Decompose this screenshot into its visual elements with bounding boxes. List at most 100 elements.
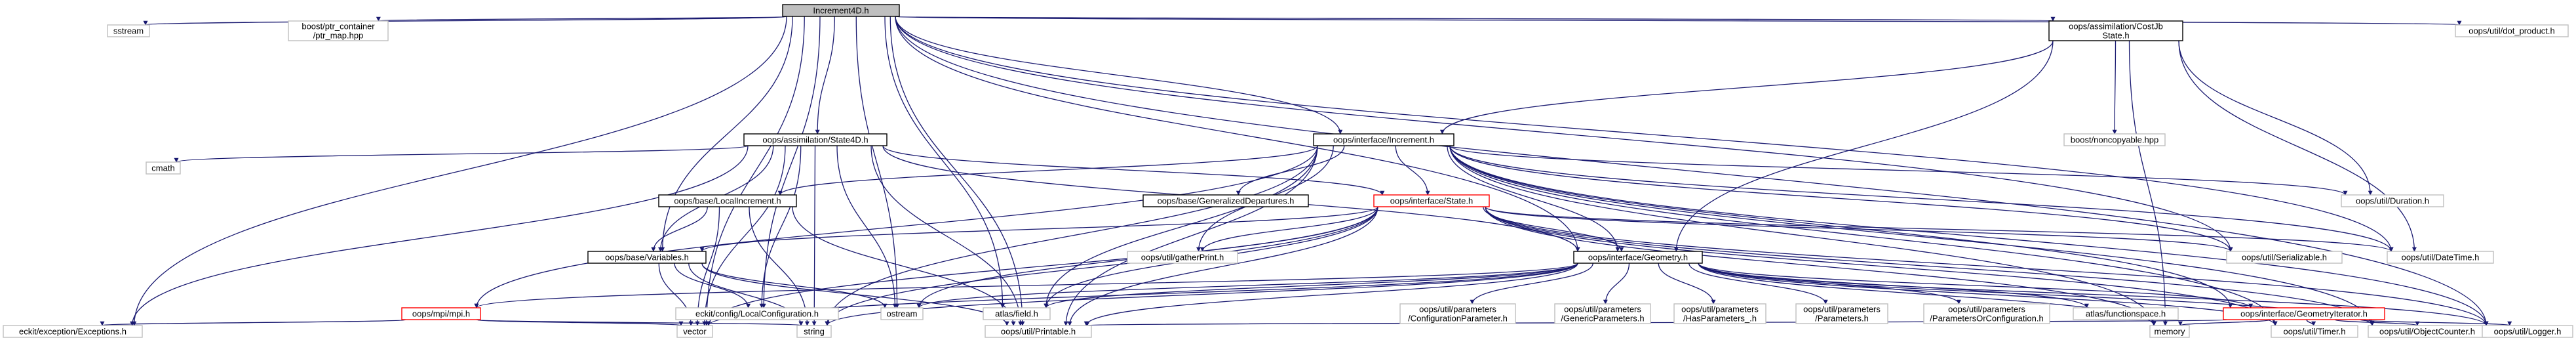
edge-geometry-to-parameters: [1688, 263, 1828, 305]
edge-increment4d-to-dot_product: [895, 16, 2461, 26]
node-box-parameters: [1795, 303, 1888, 324]
node-label-memory: memory: [2155, 327, 2185, 337]
edge-local_increment-to-printable: [792, 206, 1016, 326]
node-label-ptr_map-line-0: boost/ptr_container: [302, 22, 375, 32]
node-interface_increment[interactable]: oops/interface/Increment.h: [1313, 133, 1454, 146]
node-box-datetime: [2387, 251, 2494, 264]
node-duration: oops/util/Duration.h: [2341, 194, 2444, 207]
node-label-printable: oops/util/Printable.h: [1001, 327, 1076, 337]
node-printable: oops/util/Printable.h: [985, 325, 1092, 338]
node-label-timer: oops/util/Timer.h: [2284, 327, 2346, 337]
node-state4d[interactable]: oops/assimilation/State4D.h: [743, 133, 888, 146]
node-serializable: oops/util/Serializable.h: [2226, 251, 2343, 264]
node-generalized_departures[interactable]: oops/base/GeneralizedDepartures.h: [1142, 194, 1309, 207]
edge-increment4d-to-printable: [889, 16, 1025, 326]
node-box-gather_print: [1127, 251, 1238, 264]
node-label-vector: vector: [683, 327, 707, 337]
edge-geometry-to-config_parameter: [1470, 263, 1593, 305]
node-box-atlas_field: [983, 307, 1051, 320]
node-box-mpi: [401, 307, 481, 320]
node-label-serializable: oops/util/Serializable.h: [2242, 253, 2327, 263]
node-box-sstream: [107, 24, 150, 37]
edge-interface_increment-to-atlas_field: [1044, 145, 1318, 308]
node-box-state4d: [743, 133, 888, 146]
edge-geometry-to-atlas_field: [1044, 263, 1578, 308]
node-logger: oops/util/Logger.h: [2482, 325, 2573, 338]
edge-increment4d-to-atlas_field: [884, 16, 1005, 308]
edge-interface_increment-to-duration: [1449, 145, 2348, 196]
edge-interface_increment-to-string: [825, 145, 1318, 326]
node-label-parameters-line-0: oops/util/parameters: [1803, 305, 1881, 314]
edge-mpi-to-exceptions: [100, 319, 406, 326]
node-local_increment[interactable]: oops/base/LocalIncrement.h: [658, 194, 797, 207]
node-label-dot_product: oops/util/dot_product.h: [2469, 26, 2555, 36]
edge-geometry-to-ostream: [916, 263, 1578, 308]
node-box-geometry_iterator: [2223, 307, 2385, 320]
edge-interface_increment-to-local_increment: [777, 145, 1318, 196]
edge-geometry-to-generic_parameters: [1603, 263, 1630, 305]
edge-geometry_iterator-to-object_counter: [2334, 319, 2420, 326]
node-box-noncopyable: [2063, 133, 2166, 146]
node-box-printable: [985, 325, 1092, 338]
node-box-string: [796, 325, 832, 338]
edge-interface_increment-to-printable: [1063, 145, 1318, 326]
node-label-has_parameters-line-1: /HasParameters_.h: [1683, 314, 1757, 324]
node-gather_print: oops/util/gatherPrint.h: [1127, 251, 1238, 264]
node-label-mpi: oops/mpi/mpi.h: [412, 309, 470, 319]
node-atlas_field: atlas/field.h: [983, 307, 1051, 320]
node-box-increment4d: [782, 4, 900, 17]
edge-interface_increment-to-geometry: [1447, 145, 1620, 252]
node-label-config_parameter-line-0: oops/util/parameters: [1419, 305, 1496, 314]
node-box-local_configuration: [675, 307, 839, 320]
node-box-variables: [587, 251, 707, 264]
edge-increment4d-to-state4d: [815, 16, 835, 135]
node-interface_state[interactable]: oops/interface/State.h: [1373, 194, 1490, 207]
node-label-generalized_departures: oops/base/GeneralizedDepartures.h: [1158, 196, 1295, 206]
node-box-ostream: [880, 307, 924, 320]
edge-coststate-to-interface_increment: [1439, 40, 2054, 135]
node-label-noncopyable: boost/noncopyable.hpp: [2071, 135, 2158, 145]
node-functionspace: atlas/functionspace.h: [2073, 307, 2179, 320]
node-label-ostream: ostream: [887, 309, 918, 319]
node-ptr_map: boost/ptr_container/ptr_map.hpp: [288, 20, 389, 41]
edge-variables-to-local_configuration: [674, 263, 751, 308]
edge-geometry_iterator-to-printable: [1087, 319, 2228, 326]
node-increment4d[interactable]: Increment4D.h: [782, 4, 900, 17]
edge-coststate-to-memory: [2128, 40, 2168, 326]
node-box-has_parameters: [1673, 303, 1766, 324]
edge-interface_increment-to-memory: [1449, 145, 2156, 326]
edge-interface_state-to-memory: [1485, 206, 2156, 326]
node-label-sstream: sstream: [113, 26, 144, 36]
edge-interface_increment-to-generalized_departures: [1236, 145, 1345, 196]
edge-interface_state-to-string: [825, 206, 1378, 326]
edge-coststate-to-geometry: [1673, 40, 2054, 252]
edge-increment4d-to-variables: [660, 16, 793, 252]
node-label-string: string: [804, 327, 825, 337]
edge-state4d-to-vector: [702, 145, 786, 326]
node-vector: vector: [676, 325, 713, 338]
node-datetime: oops/util/DateTime.h: [2387, 251, 2494, 264]
node-object_counter: oops/util/ObjectCounter.h: [2368, 325, 2487, 338]
node-box-memory: [2149, 325, 2190, 338]
node-box-serializable: [2226, 251, 2343, 264]
edge-state4d-to-interface_state: [882, 145, 1385, 196]
node-mpi[interactable]: oops/mpi/mpi.h: [401, 307, 481, 320]
edge-local_increment-to-vector: [695, 206, 720, 326]
node-box-exceptions: [3, 325, 143, 338]
node-cmath: cmath: [146, 161, 181, 175]
node-variables[interactable]: oops/base/Variables.h: [587, 251, 707, 264]
edge-geometry-to-logger: [1698, 263, 2489, 326]
edge-geometry-to-printable: [1083, 263, 1578, 326]
edge-state4d-to-local_configuration: [759, 145, 802, 308]
node-geometry_iterator[interactable]: oops/interface/GeometryIterator.h: [2223, 307, 2385, 320]
node-box-functionspace: [2073, 307, 2179, 320]
edge-coststate-to-duration: [2178, 40, 2373, 196]
node-local_configuration: eckit/config/LocalConfiguration.h: [675, 307, 839, 320]
edge-interface_state-to-logger: [1485, 206, 2489, 326]
node-label-generic_parameters-line-1: /GenericParameters.h: [1561, 314, 1644, 324]
node-geometry[interactable]: oops/interface/Geometry.h: [1573, 251, 1703, 264]
node-label-state4d: oops/assimilation/State4D.h: [762, 135, 868, 145]
